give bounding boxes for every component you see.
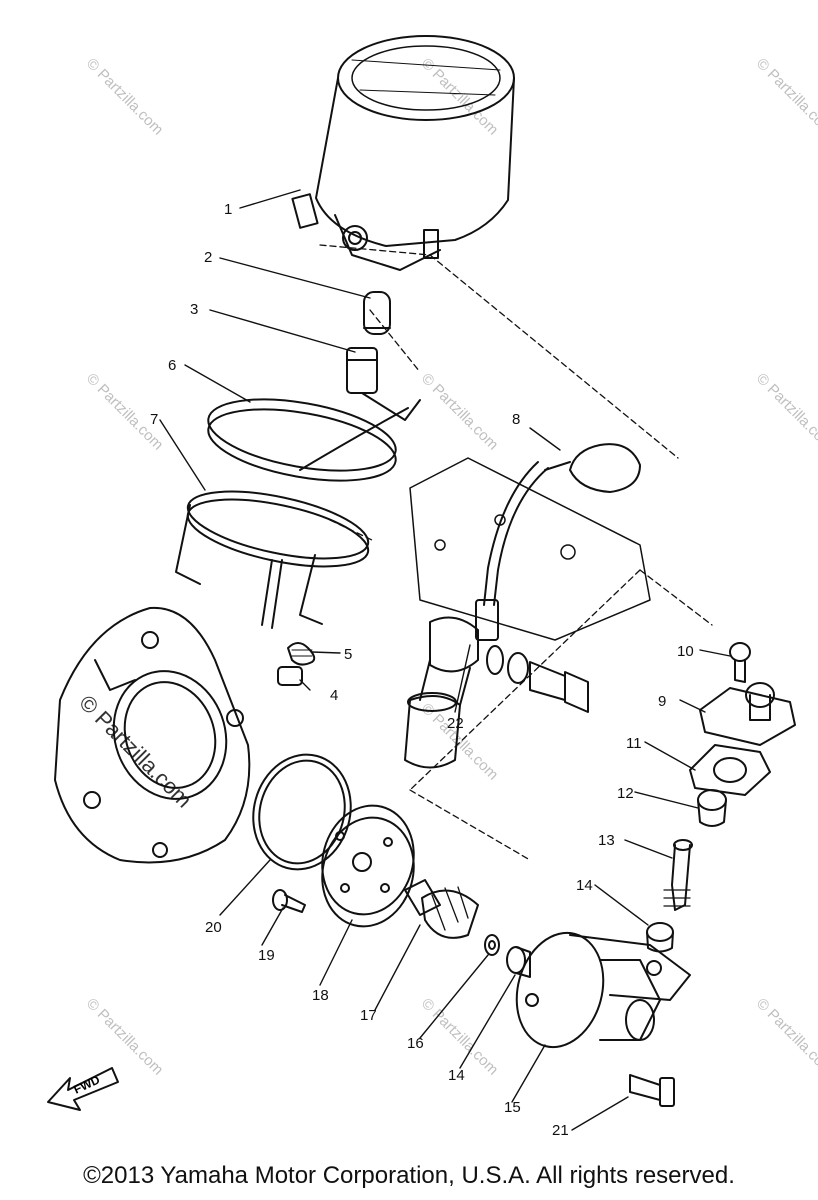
copyright-notice: ©2013 Yamaha Motor Corporation, U.S.A. A… — [83, 1162, 735, 1189]
part-1-speedometer — [291, 35, 515, 271]
part-16-washer — [484, 934, 500, 956]
part-2-bulb — [363, 291, 391, 335]
part-3-socket — [346, 347, 421, 421]
callout-number: 17 — [360, 1007, 377, 1024]
housing-cover — [54, 606, 251, 864]
part-10-screw — [729, 642, 751, 683]
part-14-bushing-lower — [506, 946, 531, 978]
callout-number: 11 — [626, 735, 642, 752]
callout-number: 22 — [447, 715, 464, 732]
fwd-arrow-icon — [47, 1067, 119, 1111]
part-14-bushing-upper — [646, 922, 674, 953]
part-5-spring — [287, 642, 316, 666]
callout-number: 12 — [617, 785, 634, 802]
part-18-gear-plate — [321, 804, 415, 928]
callout-number: 2 — [204, 249, 212, 266]
part-11-gasket — [689, 744, 771, 796]
part-19-screw — [272, 889, 306, 913]
part-8-cable — [404, 443, 641, 769]
engine-cover — [409, 457, 651, 641]
callout-number: 20 — [205, 919, 222, 936]
part-15-gear-housing — [515, 931, 691, 1049]
part-17-gear-shaft — [404, 879, 479, 939]
callout-number: 8 — [512, 411, 520, 428]
callout-number: 14 — [576, 877, 593, 894]
callout-number: 3 — [190, 301, 198, 318]
callout-number: 14 — [448, 1067, 465, 1084]
parts-diagram: 1 2 3 6 7 8 5 4 10 9 22 11 12 13 14 20 1… — [47, 35, 796, 1139]
callout-number: 6 — [168, 357, 176, 374]
part-4-nut — [277, 666, 303, 686]
callout-number: 10 — [677, 643, 694, 660]
callout-number: 16 — [407, 1035, 424, 1052]
part-21-bolt — [629, 1074, 675, 1107]
part-20-o-ring — [252, 753, 352, 871]
fwd-label: FWD — [71, 1072, 102, 1096]
callout-number: 7 — [150, 411, 158, 428]
callout-number: 21 — [552, 1122, 569, 1139]
part-7-ring-leads — [175, 490, 370, 629]
callout-number: 4 — [330, 687, 338, 704]
callout-number: 13 — [598, 832, 615, 849]
part-12-bushing — [697, 789, 727, 827]
callout-number: 19 — [258, 947, 275, 964]
part-6-wire-harness — [207, 398, 409, 482]
callout-number: 5 — [344, 646, 352, 663]
part-13-driven-shaft — [663, 839, 693, 911]
callout-number: 18 — [312, 987, 329, 1004]
callout-number: 15 — [504, 1099, 521, 1116]
callout-number: 1 — [224, 201, 232, 218]
part-9-drive-unit — [699, 682, 796, 746]
part-22-bolt-washers — [486, 645, 589, 713]
callout-number: 9 — [658, 693, 666, 710]
